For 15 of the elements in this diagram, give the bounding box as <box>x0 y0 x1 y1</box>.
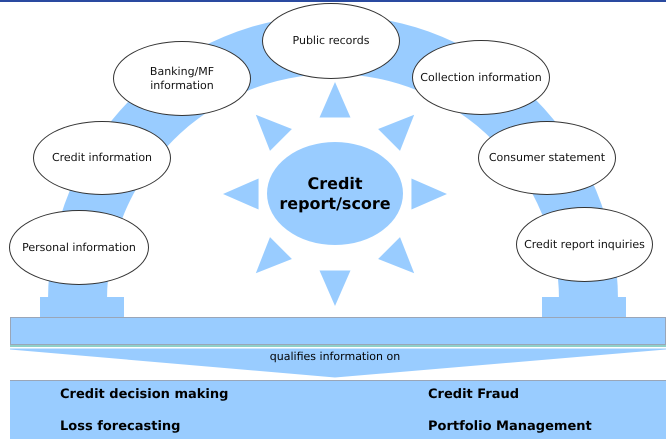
use-text: Credit decision making <box>60 387 228 403</box>
ellipse-text: Credit information <box>52 151 152 165</box>
ellipse-text: Banking/MF information <box>148 64 216 92</box>
edge-label: qualifies information on <box>270 350 400 364</box>
ellipse-text: Collection information <box>420 70 542 84</box>
use-text: Portfolio Management <box>428 419 592 435</box>
use-text: Loss forecasting <box>60 419 180 435</box>
use-text: Credit Fraud <box>428 387 520 403</box>
center-text: Credit report/score <box>278 174 392 214</box>
ellipse-text: Consumer statement <box>488 151 606 165</box>
uses-panel <box>10 380 666 439</box>
ellipse-text: Public records <box>292 34 370 48</box>
ellipse-text: Credit report inquiries <box>524 238 645 252</box>
ellipse-text: Personal information <box>22 240 136 254</box>
base-bar <box>10 317 666 345</box>
